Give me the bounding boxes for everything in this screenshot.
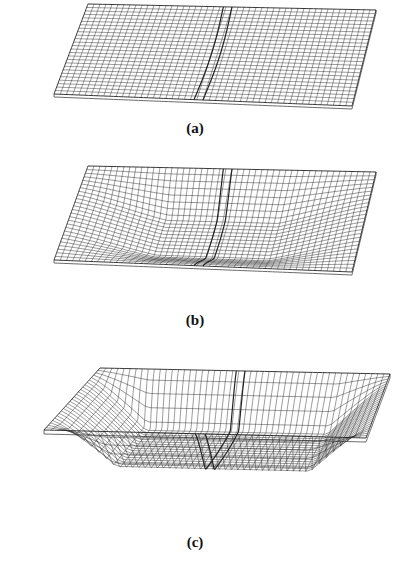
mesh-line bbox=[76, 199, 367, 227]
panel-label: (a) bbox=[184, 120, 206, 137]
mesh-line bbox=[91, 378, 386, 426]
mesh-line bbox=[84, 177, 373, 191]
mesh-line bbox=[81, 184, 371, 205]
mesh-line bbox=[147, 168, 178, 264]
mesh-line bbox=[185, 371, 227, 469]
mesh-line bbox=[122, 167, 154, 262]
panel-label: (c) bbox=[185, 534, 206, 551]
mesh-line bbox=[191, 169, 220, 266]
mesh-line bbox=[203, 169, 232, 266]
mesh-plate bbox=[44, 368, 390, 471]
mesh-line bbox=[232, 372, 269, 470]
mesh-line bbox=[78, 32, 369, 40]
mesh-line bbox=[63, 409, 374, 462]
mesh-line bbox=[48, 425, 368, 450]
mesh-line bbox=[66, 406, 376, 459]
mesh-line bbox=[198, 371, 239, 469]
mesh-line bbox=[75, 39, 367, 47]
mesh-line bbox=[195, 371, 236, 469]
mesh-line bbox=[205, 371, 245, 469]
mesh-line bbox=[165, 370, 209, 468]
mesh-line bbox=[53, 420, 370, 467]
mesh-line bbox=[74, 42, 366, 51]
mesh-plate bbox=[54, 166, 376, 275]
mesh-line bbox=[194, 169, 223, 266]
mesh-line bbox=[70, 217, 363, 245]
mesh-line bbox=[259, 170, 286, 268]
mesh-line bbox=[110, 167, 142, 262]
mesh-line bbox=[192, 371, 233, 469]
mesh-line bbox=[239, 372, 276, 470]
mesh-line bbox=[74, 206, 366, 234]
mesh-line bbox=[171, 370, 214, 468]
mesh-line bbox=[57, 416, 372, 469]
mesh-line bbox=[178, 371, 221, 469]
mesh-line bbox=[184, 169, 214, 266]
mesh-line bbox=[205, 371, 245, 469]
mesh-line bbox=[97, 167, 130, 262]
mesh-line bbox=[265, 372, 299, 470]
mesh-line bbox=[57, 87, 354, 99]
mesh-line bbox=[209, 169, 238, 266]
mesh-line bbox=[292, 373, 323, 472]
mesh-line bbox=[253, 170, 280, 268]
mesh-line bbox=[178, 169, 208, 266]
mesh-line bbox=[79, 28, 370, 36]
mesh-line bbox=[67, 224, 361, 252]
mesh-line bbox=[68, 220, 362, 248]
mesh-line bbox=[218, 371, 257, 469]
mesh-line bbox=[68, 56, 362, 65]
mesh-plate bbox=[54, 4, 376, 109]
mesh-line bbox=[72, 209, 365, 237]
mesh-line bbox=[278, 171, 305, 270]
mesh-line bbox=[245, 372, 281, 470]
mesh-line bbox=[79, 191, 370, 218]
mesh-line bbox=[70, 401, 377, 454]
mesh-line bbox=[75, 202, 367, 230]
mesh-line bbox=[83, 180, 373, 197]
mesh-line bbox=[141, 168, 172, 264]
mesh-line bbox=[296, 171, 322, 270]
mesh-line bbox=[72, 46, 365, 55]
mesh-line bbox=[68, 404, 376, 457]
mesh-line bbox=[98, 369, 149, 465]
panel-label: (b) bbox=[184, 312, 206, 329]
mesh-line bbox=[252, 372, 287, 470]
mesh-line bbox=[172, 168, 202, 264]
mesh-line bbox=[66, 227, 361, 255]
mesh-line bbox=[129, 168, 161, 264]
mesh-line bbox=[203, 7, 232, 100]
mesh-line bbox=[135, 168, 166, 264]
mesh-line bbox=[94, 375, 388, 411]
mesh-line bbox=[80, 188, 370, 212]
mesh-line bbox=[76, 35, 367, 43]
mesh-line bbox=[340, 172, 364, 272]
mesh-line bbox=[74, 397, 379, 451]
mesh-line bbox=[61, 411, 373, 464]
mesh-line bbox=[81, 21, 371, 28]
mesh-line bbox=[83, 18, 373, 25]
mesh-line bbox=[80, 25, 370, 32]
mesh-line bbox=[259, 372, 294, 470]
mesh-line bbox=[286, 373, 318, 472]
mesh-line bbox=[71, 369, 124, 440]
mesh-line bbox=[158, 370, 203, 468]
mesh-line bbox=[71, 49, 364, 58]
mesh-line bbox=[70, 52, 363, 61]
mesh-line bbox=[72, 399, 378, 453]
mesh-line bbox=[228, 170, 256, 268]
mesh-line bbox=[46, 428, 367, 442]
mesh-line bbox=[166, 168, 196, 264]
